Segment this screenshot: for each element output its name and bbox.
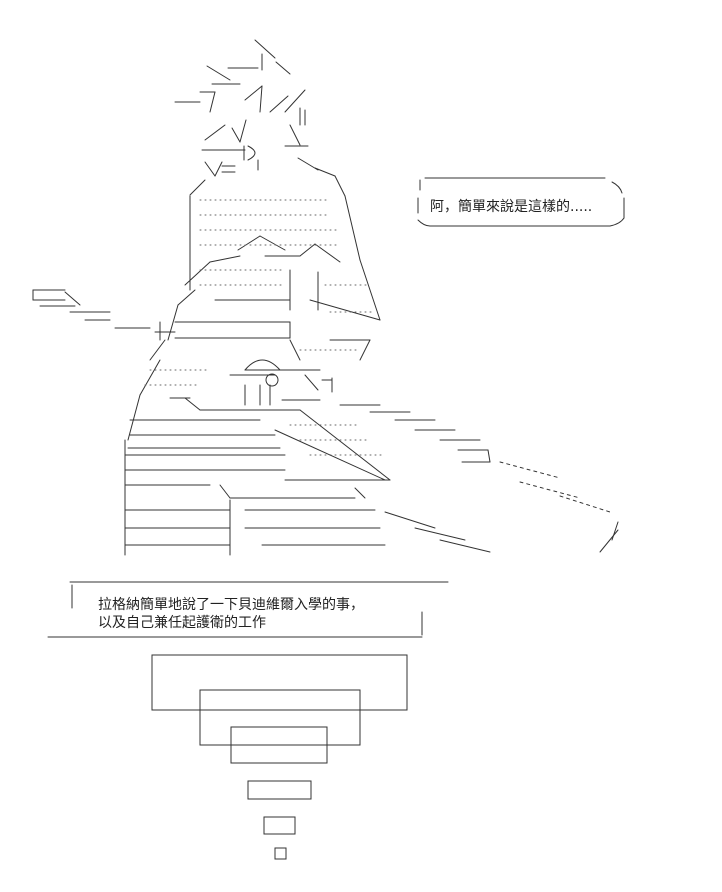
character-chest-rows [127, 419, 391, 481]
character-hair [174, 39, 309, 151]
weapon-shaft [32, 289, 491, 463]
funnel-boxes [151, 654, 408, 860]
shading-dots [144, 199, 386, 456]
caption-line-2: 以及自己兼任起護衛的工作 [98, 615, 266, 631]
character-face [189, 145, 346, 197]
caption-line-1: 拉格納簡單地說了一下貝迪維爾入學的事， [98, 597, 364, 613]
character-body [124, 195, 391, 556]
speech-bubble-text: 阿，簡單來說是這樣的..... [430, 199, 593, 215]
speech-bubble [417, 177, 625, 227]
character-lower-body [124, 454, 619, 556]
caption-box [47, 581, 449, 638]
motion-lines [499, 461, 611, 513]
